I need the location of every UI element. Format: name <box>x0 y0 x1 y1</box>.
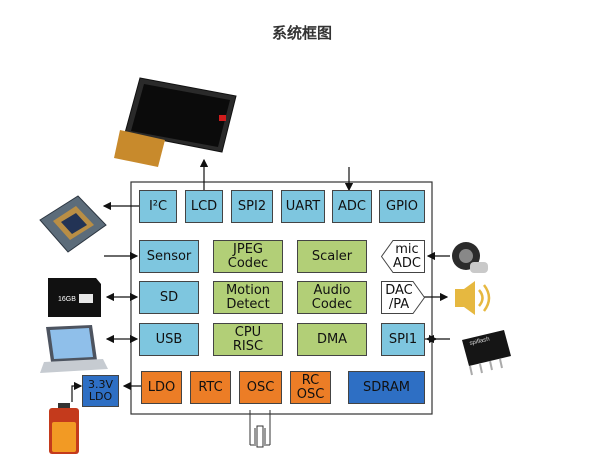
jpeg-codec-block: JPEG Codec <box>213 240 283 273</box>
i2c-block: I²C <box>139 190 177 223</box>
spi-flash-label: spiflash <box>469 337 490 347</box>
gpio-block: GPIO <box>379 190 425 223</box>
mic-adc-block: mic ADC <box>381 240 425 273</box>
usb-block: USB <box>139 323 199 356</box>
osc-block: OSC <box>239 371 282 404</box>
camera-sensor-icon <box>39 195 107 253</box>
ldo-block: LDO <box>141 371 182 404</box>
crystal-oscillator-icon <box>249 410 271 448</box>
arrow-battery-in <box>71 381 83 402</box>
rc-osc-block: RC OSC <box>290 371 331 404</box>
dac-pa-label: DAC /PA <box>385 282 413 312</box>
diagram-title: 系统框图 <box>271 24 332 42</box>
sd-block: SD <box>139 281 199 314</box>
mic-adc-label: mic ADC <box>393 241 421 271</box>
uart-block: UART <box>281 190 325 223</box>
microphone-icon <box>452 242 488 273</box>
laptop-icon <box>40 325 108 373</box>
lcd-screen-icon <box>114 77 237 167</box>
spi-flash-icon: spiflash <box>462 330 511 376</box>
adc-block: ADC <box>332 190 372 223</box>
scaler-block: Scaler <box>297 240 367 273</box>
speaker-icon <box>455 281 491 315</box>
spi1-block: SPI1 <box>381 323 425 356</box>
external-3v3-ldo-block: 3.3V LDO <box>82 375 119 407</box>
spi2-block: SPI2 <box>231 190 273 223</box>
audio-codec-block: Audio Codec <box>297 281 367 314</box>
sd-card-icon: 16GB <box>48 278 101 317</box>
dac-pa-block: DAC /PA <box>381 281 425 314</box>
cpu-risc-block: CPU RISC <box>213 323 283 356</box>
sd-card-capacity-label: 16GB <box>58 296 76 303</box>
dma-block: DMA <box>297 323 367 356</box>
motion-detect-block: Motion Detect <box>213 281 283 314</box>
battery-icon <box>49 403 79 454</box>
lcd-block: LCD <box>185 190 223 223</box>
sensor-block: Sensor <box>139 240 199 273</box>
sdram-block: SDRAM <box>348 371 425 404</box>
connection-arrows <box>71 158 450 402</box>
rtc-block: RTC <box>190 371 231 404</box>
